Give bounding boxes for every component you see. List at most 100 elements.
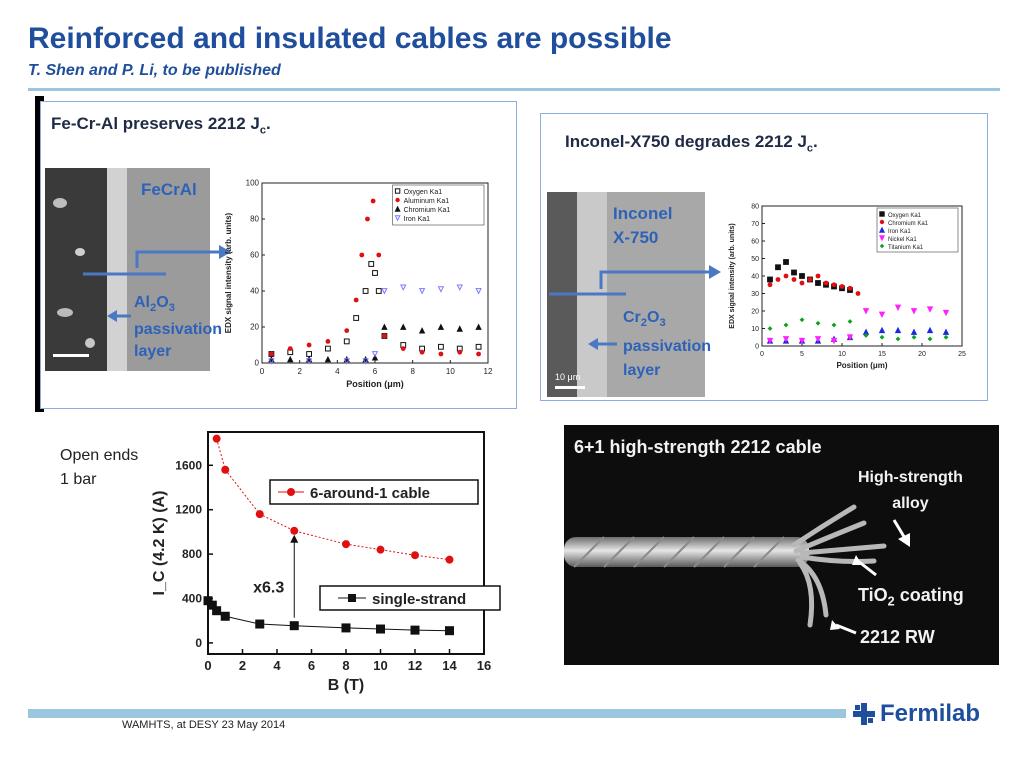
legend-cable: 6-around-1 cable <box>269 479 479 505</box>
legend-marker <box>395 197 400 203</box>
legend-label: 6-around-1 cable <box>310 485 430 502</box>
data-point <box>371 354 379 361</box>
data-point <box>305 358 313 365</box>
y-tick-label: 1200 <box>175 503 202 517</box>
sem-speckle-4 <box>85 338 95 348</box>
legend-label: Titanium Ka1 <box>888 245 924 251</box>
sem-speckle-3 <box>57 308 73 317</box>
cable-drawing <box>564 504 910 635</box>
data-point <box>353 297 359 303</box>
tio2-a: TiO <box>858 585 888 605</box>
data-point <box>926 306 934 313</box>
inconel-label-2: X-750 <box>613 228 659 247</box>
inconel-arrows <box>549 265 721 350</box>
sem-speckle-1 <box>53 198 67 208</box>
tio2-arrowhead <box>852 555 862 565</box>
legend-label: Iron Ka1 <box>404 216 431 223</box>
data-point <box>400 284 407 291</box>
x-tick-label: 0 <box>760 351 764 358</box>
data-point <box>767 326 773 331</box>
data-point <box>410 625 420 635</box>
series-titanium-ka1 <box>767 317 949 342</box>
data-point <box>767 276 773 283</box>
data-point <box>775 277 781 282</box>
data-point <box>325 345 331 352</box>
data-point <box>767 282 773 288</box>
data-point <box>476 351 481 357</box>
data-point <box>783 273 789 279</box>
data-point <box>814 336 822 343</box>
y-tick-label: 20 <box>250 323 259 332</box>
data-point <box>879 334 885 340</box>
x-tick-label: 2 <box>297 367 302 376</box>
test-note: Open ends 1 bar <box>60 444 138 492</box>
data-point <box>926 326 934 334</box>
x-tick-label: 14 <box>442 658 457 673</box>
data-point <box>798 337 806 345</box>
y-tick-label: 100 <box>246 179 260 188</box>
data-point <box>815 273 821 279</box>
data-point <box>782 336 790 343</box>
data-point <box>290 526 299 535</box>
data-point <box>799 317 805 323</box>
data-point <box>910 328 918 335</box>
data-point <box>362 358 369 365</box>
rw-arrowhead <box>830 620 840 630</box>
legend-label: Iron Ka1 <box>888 229 911 235</box>
title-rule <box>28 88 1000 91</box>
data-point <box>894 326 902 334</box>
x-tick-label: 8 <box>410 367 415 376</box>
data-point <box>775 264 781 271</box>
data-point <box>438 351 444 357</box>
x-tick-label: 25 <box>958 351 966 358</box>
data-point <box>437 286 445 293</box>
data-point <box>212 606 222 616</box>
footer-text: WAMHTS, at DESY 23 May 2014 <box>122 719 286 731</box>
data-point <box>878 311 886 319</box>
data-point <box>766 337 774 345</box>
data-point <box>456 325 463 332</box>
data-point <box>910 308 918 315</box>
series-line <box>216 438 450 561</box>
x-tick-label: 15 <box>878 351 886 358</box>
data-point <box>839 284 845 289</box>
y-tick-label: 800 <box>182 547 202 561</box>
data-point <box>362 288 369 294</box>
sem-layer <box>107 168 127 371</box>
y-tick-label: 60 <box>751 238 759 245</box>
fecral-sem-image <box>45 168 210 371</box>
data-point <box>381 288 388 295</box>
legend-marker <box>879 243 885 249</box>
tio2-arrow <box>857 559 877 577</box>
data-point <box>437 323 445 330</box>
x-tick-label: 0 <box>204 658 211 673</box>
series-nickel-ka1 <box>766 304 950 345</box>
alloy-label-1: High-strength <box>858 469 963 486</box>
data-point <box>807 277 813 282</box>
legend-marker <box>394 188 401 194</box>
al2o3-b: 2 <box>150 302 157 315</box>
data-point <box>400 346 406 351</box>
cable-twist <box>573 536 785 568</box>
data-point <box>911 334 917 340</box>
y-axis-label: I_C (4.2 K) (A) <box>151 491 168 596</box>
data-point <box>894 304 902 312</box>
x-tick-label: 4 <box>335 367 340 376</box>
y-tick-label: 1600 <box>175 458 202 472</box>
data-point <box>375 288 382 294</box>
data-point <box>783 259 789 265</box>
data-point <box>289 621 299 631</box>
legend-marker <box>348 594 356 602</box>
legend-box <box>269 479 479 505</box>
data-point <box>475 343 482 350</box>
x-tick-label: 6 <box>308 658 315 673</box>
sem-alloy <box>127 168 210 371</box>
fecral-label: FeCrAl <box>141 180 197 199</box>
series-single-strand <box>203 596 454 636</box>
legend-marker <box>394 215 401 222</box>
x-tick-label: 12 <box>484 367 493 376</box>
tio2-c: coating <box>894 585 964 605</box>
